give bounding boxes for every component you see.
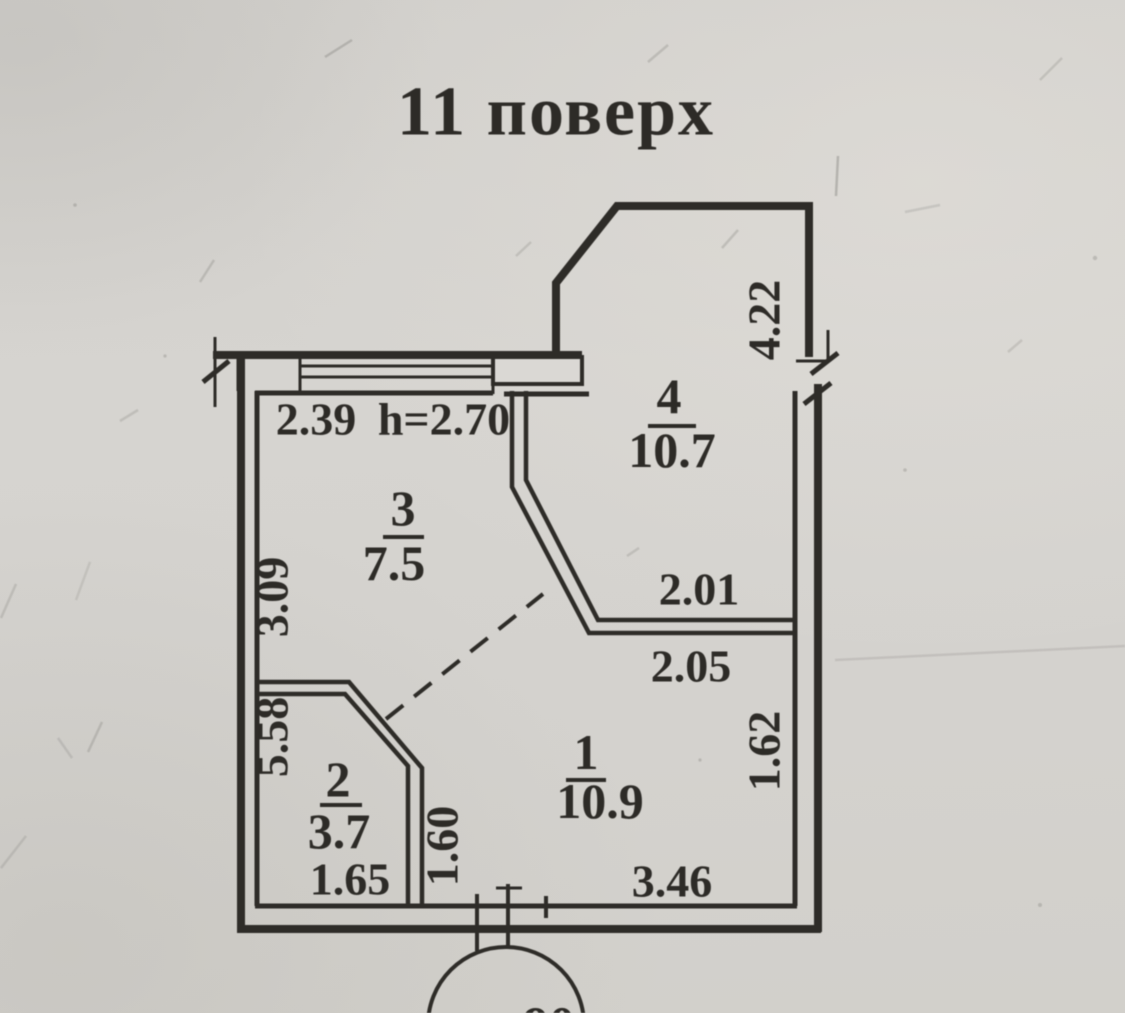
- partition-room2-inner-face: [257, 691, 411, 906]
- partition-room4-face: [523, 391, 795, 623]
- room2-area: 3.7: [308, 803, 371, 859]
- partition-walls: [257, 391, 795, 906]
- partition-room3-room1-face: [509, 391, 795, 636]
- dim-left-wall-lower: 5.58: [247, 697, 298, 778]
- paper-specks: [73, 203, 1098, 907]
- dim-balcony-right: 4.22: [739, 280, 790, 361]
- ceiling-height-label: h=2.70: [378, 394, 510, 445]
- left-dimension-tick: [201, 359, 231, 384]
- room4-area: 10.7: [628, 422, 716, 478]
- dim-room1-top: 2.05: [651, 641, 732, 692]
- room4-number: 4: [657, 368, 682, 424]
- room1-area: 10.9: [556, 773, 644, 829]
- dim-room1-bottom: 3.46: [632, 856, 713, 907]
- floor-title: 11 поверх: [397, 74, 715, 151]
- dim-top-wall-width: 2.39: [276, 394, 357, 445]
- dimension-marks: [201, 330, 840, 407]
- balcony-door-opening: [491, 355, 589, 397]
- axis-circle: [426, 945, 586, 1013]
- paper-scratches: [0, 38, 1125, 869]
- dim-room2-bottom: 1.65: [310, 854, 391, 905]
- dim-room4-bottom: 2.01: [659, 564, 740, 615]
- room3-area: 7.5: [363, 535, 426, 591]
- dim-room2-right: 1.60: [417, 806, 468, 887]
- right-dimension-tick-lower: [802, 381, 833, 406]
- room3-number: 3: [391, 480, 416, 536]
- room2-number: 2: [326, 751, 351, 807]
- dim-room1-right: 1.62: [739, 711, 790, 792]
- inner-walls: [236, 355, 798, 909]
- partition-room2-outer-face: [257, 679, 425, 906]
- room1-number: 1: [574, 724, 599, 780]
- dim-left-wall-upper: 3.09: [247, 557, 298, 638]
- zone-boundary-dashed-line: [384, 592, 545, 721]
- axis-circle-label: 90: [523, 998, 575, 1013]
- entry-axis-marks: [475, 884, 548, 951]
- window-symbol: [298, 353, 495, 394]
- right-dimension-tick-upper: [809, 351, 840, 376]
- balcony-wall-outline: [552, 202, 813, 361]
